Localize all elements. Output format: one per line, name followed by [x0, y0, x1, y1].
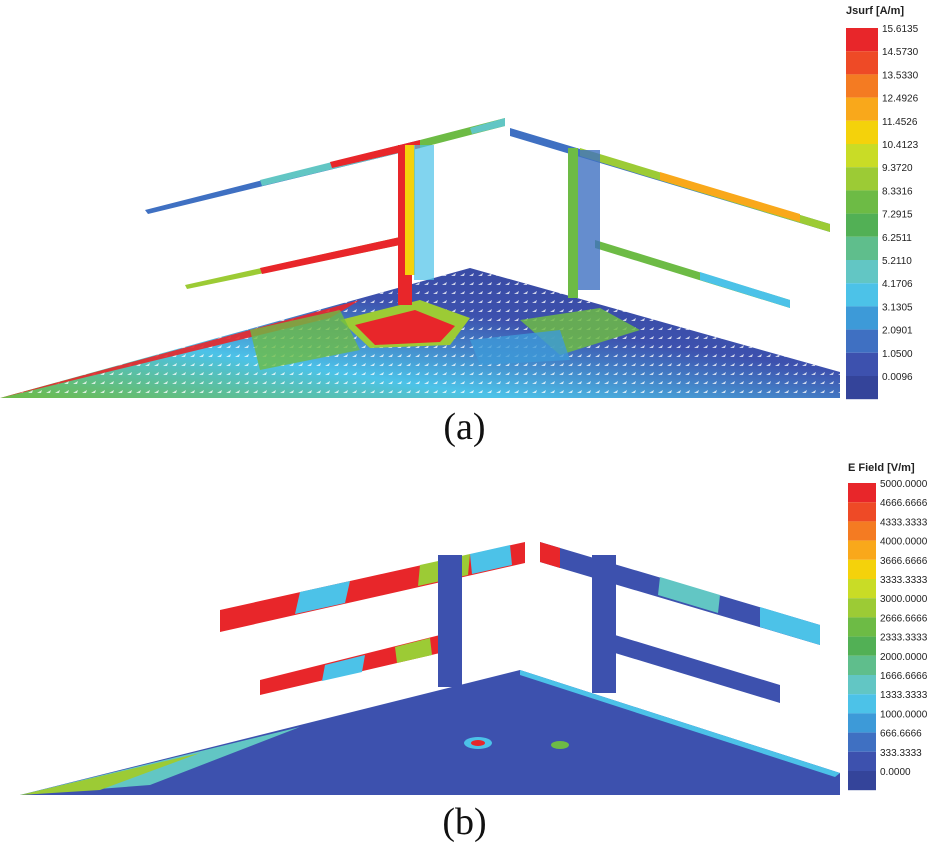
legend-swatch [848, 655, 876, 675]
legend-swatch [846, 97, 878, 121]
left-rail-lower [185, 237, 400, 289]
left-rail-upper [145, 118, 505, 214]
legend-swatch [848, 483, 876, 503]
legend-swatch [848, 732, 876, 752]
right-rail-upper [510, 128, 830, 232]
electric-field-plot: E Field [V/m] 5000.0000 4666.6666 4333.333… [20, 462, 928, 795]
legend-swatch [846, 144, 878, 168]
legend-tick-label: 2000.0000 [880, 652, 928, 663]
right-rail-upper [540, 542, 820, 645]
legend-tick-label: 2.0901 [882, 326, 913, 337]
legend-swatch [846, 190, 878, 214]
legend-swatch [846, 236, 878, 260]
legend-swatch [846, 376, 878, 400]
legend-swatch [846, 306, 878, 330]
right-rail-lower [595, 240, 790, 308]
legend-tick-label: 10.4123 [882, 140, 919, 151]
legend-swatch [848, 636, 876, 656]
legend-swatch [846, 352, 878, 376]
legend-a-title: Jsurf [A/m] [846, 5, 904, 17]
legend-tick-label: 5.2110 [882, 256, 912, 267]
legend-tick-label: 1666.6666 [880, 671, 928, 682]
legend-tick-label: 0.0096 [882, 372, 913, 383]
legend-swatch [846, 329, 878, 353]
left-rail-lower [260, 635, 440, 695]
legend-swatch [848, 675, 876, 695]
legend-swatch [848, 694, 876, 714]
legend-tick-label: 1000.0000 [880, 709, 928, 720]
legend-tick-label: 13.5330 [882, 70, 919, 81]
legend-swatch [848, 713, 876, 733]
surface-current-plot: Jsurf [A/m] 15.6135 14.5730 13.5330 12.4926… [0, 5, 919, 400]
legend-tick-label: 3333.3333 [880, 575, 928, 586]
right-post [592, 555, 616, 693]
legend-b: E Field [V/m] 5000.0000 4666.6666 4333.333… [848, 462, 928, 791]
legend-tick-label: 9.3720 [882, 163, 913, 174]
legend-tick-label: 14.5730 [882, 47, 919, 58]
legend-swatch [846, 74, 878, 98]
caption-b: (b) [442, 801, 487, 843]
legend-tick-label: 1.0500 [882, 349, 913, 360]
legend-tick-label: 4666.6666 [880, 498, 928, 509]
legend-swatch [846, 51, 878, 75]
legend-tick-label: 666.6666 [880, 729, 922, 740]
legend-swatch [848, 598, 876, 618]
legend-tick-label: 4.1706 [882, 279, 913, 290]
legend-tick-label: 0.0000 [880, 767, 911, 778]
legend-tick-label: 7.2915 [882, 210, 913, 221]
left-post [438, 555, 462, 687]
legend-swatch [846, 213, 878, 237]
legend-swatch [848, 751, 876, 771]
legend-swatch [848, 521, 876, 541]
legend-swatch [848, 559, 876, 579]
left-rail-upper [220, 542, 525, 632]
floor-plate [0, 268, 840, 398]
legend-tick-label: 12.4926 [882, 94, 919, 105]
legend-tick-label: 6.2511 [882, 233, 912, 244]
legend-swatch [846, 28, 878, 52]
legend-tick-label: 11.4526 [882, 117, 918, 128]
legend-swatch [846, 167, 878, 191]
legend-tick-label: 8.3316 [882, 186, 913, 197]
legend-swatch [848, 579, 876, 599]
legend-a: Jsurf [A/m] 15.6135 14.5730 13.5330 12.4926… [846, 5, 919, 400]
right-rail-lower [615, 635, 780, 703]
panel-b-electric-field: E Field [V/m] 5000.0000 4666.6666 4333.333… [0, 455, 929, 805]
legend-swatch [846, 283, 878, 307]
legend-swatch [848, 617, 876, 637]
legend-swatch [848, 502, 876, 522]
legend-tick-label: 3.1305 [882, 302, 913, 313]
legend-tick-label: 2666.6666 [880, 613, 928, 624]
legend-swatch [846, 120, 878, 144]
legend-tick-label: 4333.3333 [880, 517, 928, 528]
floor-plate [20, 670, 840, 795]
legend-swatch [848, 540, 876, 560]
legend-tick-label: 5000.0000 [880, 479, 928, 490]
legend-tick-label: 3666.6666 [880, 556, 928, 567]
legend-swatch [848, 771, 876, 791]
legend-tick-label: 1333.3333 [880, 690, 928, 701]
caption-a: (a) [443, 406, 486, 448]
legend-tick-label: 4000.0000 [880, 537, 928, 548]
legend-tick-label: 333.3333 [880, 748, 922, 759]
panel-a-surface-current: Jsurf [A/m] 15.6135 14.5730 13.5330 12.4926… [0, 0, 929, 405]
legend-b-title: E Field [V/m] [848, 462, 915, 474]
left-post [398, 145, 434, 305]
legend-tick-label: 3000.0000 [880, 594, 928, 605]
legend-swatch [846, 260, 878, 284]
legend-tick-label: 2333.3333 [880, 633, 928, 644]
legend-tick-label: 15.6135 [882, 24, 919, 35]
right-post [568, 148, 600, 298]
